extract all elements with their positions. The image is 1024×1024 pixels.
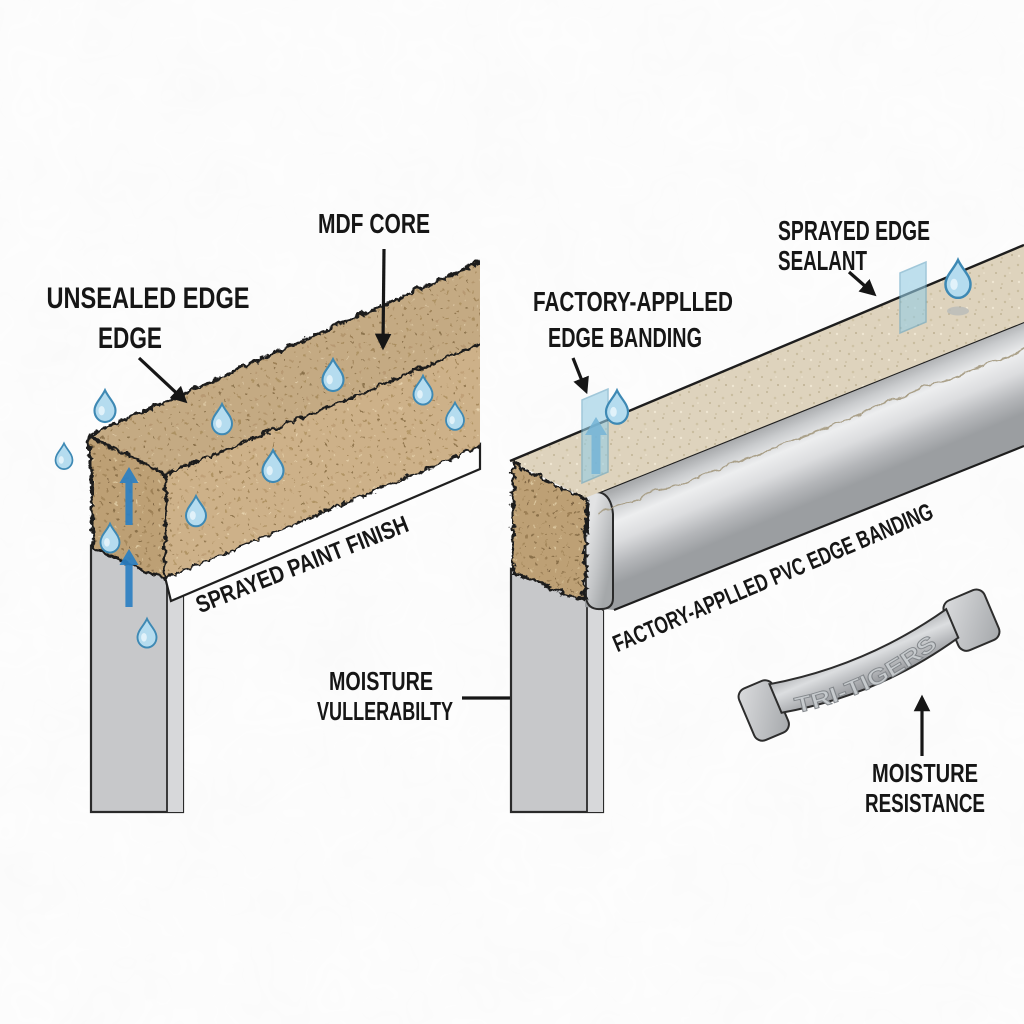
mdf-core-arrow [374, 248, 392, 351]
edge-banding-label-line1: FACTORY-APPLLED [533, 286, 733, 317]
moisture-resistance-label-line2: RESISTANCE [865, 788, 985, 818]
handle-bar [768, 607, 960, 714]
sealant-label-line1: SPRAYED EDGE [778, 215, 930, 246]
sealant-arrow [847, 270, 877, 297]
unsealed-edge-label-line2: EDGE [98, 322, 162, 355]
mdf-core-label: MDF CORE [318, 208, 430, 239]
right-leg [509, 567, 605, 814]
glue-seam-line [595, 346, 1024, 513]
moisture-resistance-label-line1: MOISTURE [872, 758, 978, 788]
edge-banding-label-line2: EDGE BANDING [548, 322, 702, 353]
torn-back-edge [87, 258, 480, 436]
unsealed-edge-arrow [137, 356, 188, 404]
unsealed-edge-label-line1: UNSEALED EDGE [47, 282, 250, 315]
left-panel: MDF CORE UNSEALED EDGE EDGE SPRAYED PAIN… [47, 208, 534, 814]
drop-shadow [947, 306, 969, 316]
sealant-patch [899, 260, 927, 335]
sealant-label-line2: SEALANT [778, 245, 867, 276]
torn-arris-edge [164, 340, 480, 475]
sealant-arrow-icon [585, 417, 607, 474]
mdf-front-face [163, 341, 480, 577]
banding-end-cap [583, 490, 614, 611]
bottom-edge [162, 443, 480, 578]
edge-banding-arrow [571, 357, 589, 395]
right-mdf-end-grain [509, 460, 587, 603]
moisture-vulnerability-label-line1: MOISTURE [329, 666, 433, 696]
left-leg [89, 544, 185, 814]
moisture-vulnerability-label-line2: VULLERABILTY [317, 696, 453, 726]
